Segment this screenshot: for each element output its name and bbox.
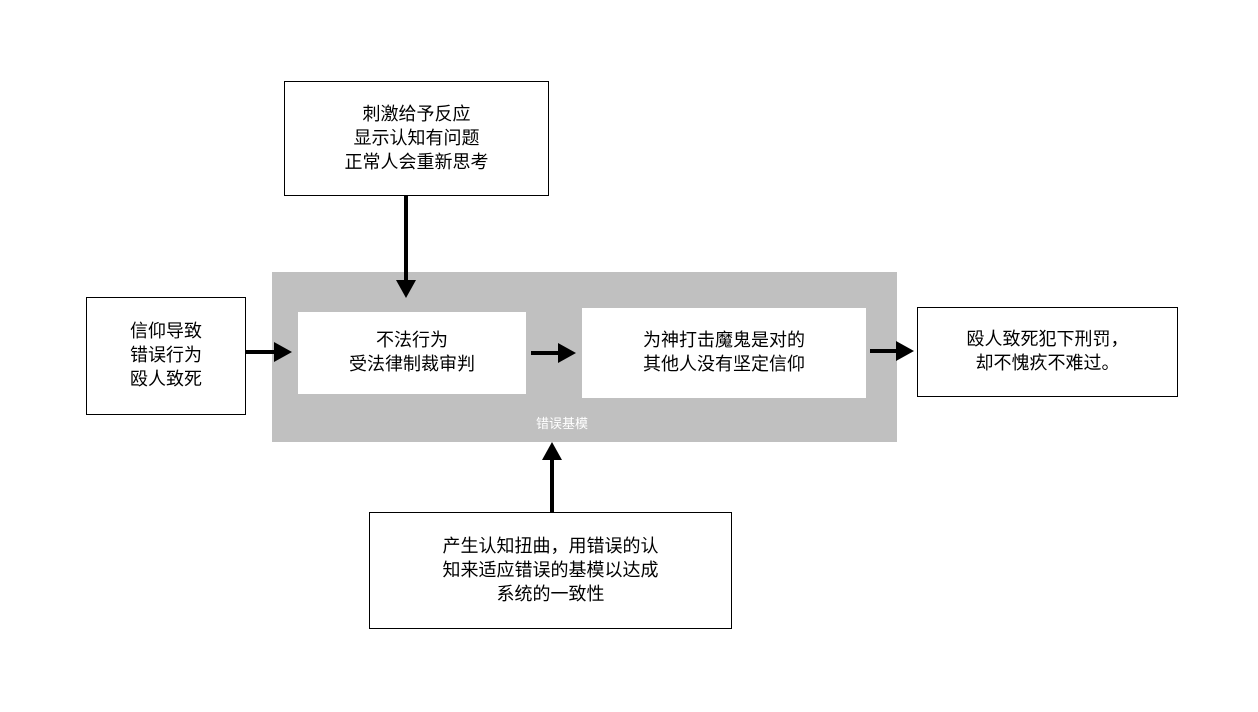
illegal-line-1: 不法行为: [376, 330, 448, 351]
distortion-line-3: 系统的一致性: [496, 583, 605, 605]
stimulus-line-2: 显示认知有问题: [353, 127, 480, 149]
outcome-line-2: 却不愧疚不难过。: [975, 353, 1120, 374]
belief-line-2: 错误行为: [130, 345, 202, 366]
outcome-box: 殴人致死犯下刑罚， 却不愧疚不难过。: [917, 307, 1178, 397]
arrow-belief-to-illegal: [246, 342, 292, 362]
outcome-line-1: 殴人致死犯下刑罚，: [966, 329, 1129, 350]
righteous-line-2: 其他人没有坚定信仰: [643, 354, 805, 375]
distortion-box: 产生认知扭曲，用错误的认 知来适应错误的基模以达成 系统的一致性: [369, 512, 732, 629]
belief-box: 信仰导致 错误行为 殴人致死: [86, 297, 246, 415]
righteous-line-1: 为神打击魔鬼是对的: [643, 330, 805, 351]
arrow-righteous-to-outcome: [870, 341, 914, 361]
belief-line-1: 信仰导致: [130, 321, 202, 342]
righteous-box: 为神打击魔鬼是对的 其他人没有坚定信仰: [582, 308, 866, 398]
distortion-line-1: 产生认知扭曲，用错误的认: [442, 535, 659, 557]
stimulus-line-3: 正常人会重新思考: [344, 151, 489, 173]
belief-line-3: 殴人致死: [130, 369, 202, 390]
arrow-up-from-distortion: [542, 442, 562, 512]
illegal-act-box: 不法行为 受法律制裁审判: [298, 312, 526, 394]
wrong-schema-label: 错误基模: [535, 417, 588, 432]
distortion-line-2: 知来适应错误的基模以达成: [442, 559, 659, 581]
arrow-down-from-stimulus: [396, 196, 416, 298]
stimulus-line-1: 刺激给予反应: [362, 103, 471, 125]
arrow-illegal-to-righteous: [531, 343, 576, 363]
illegal-line-2: 受法律制裁审判: [349, 354, 475, 375]
stimulus-box: 刺激给予反应 显示认知有问题 正常人会重新思考: [284, 81, 549, 196]
